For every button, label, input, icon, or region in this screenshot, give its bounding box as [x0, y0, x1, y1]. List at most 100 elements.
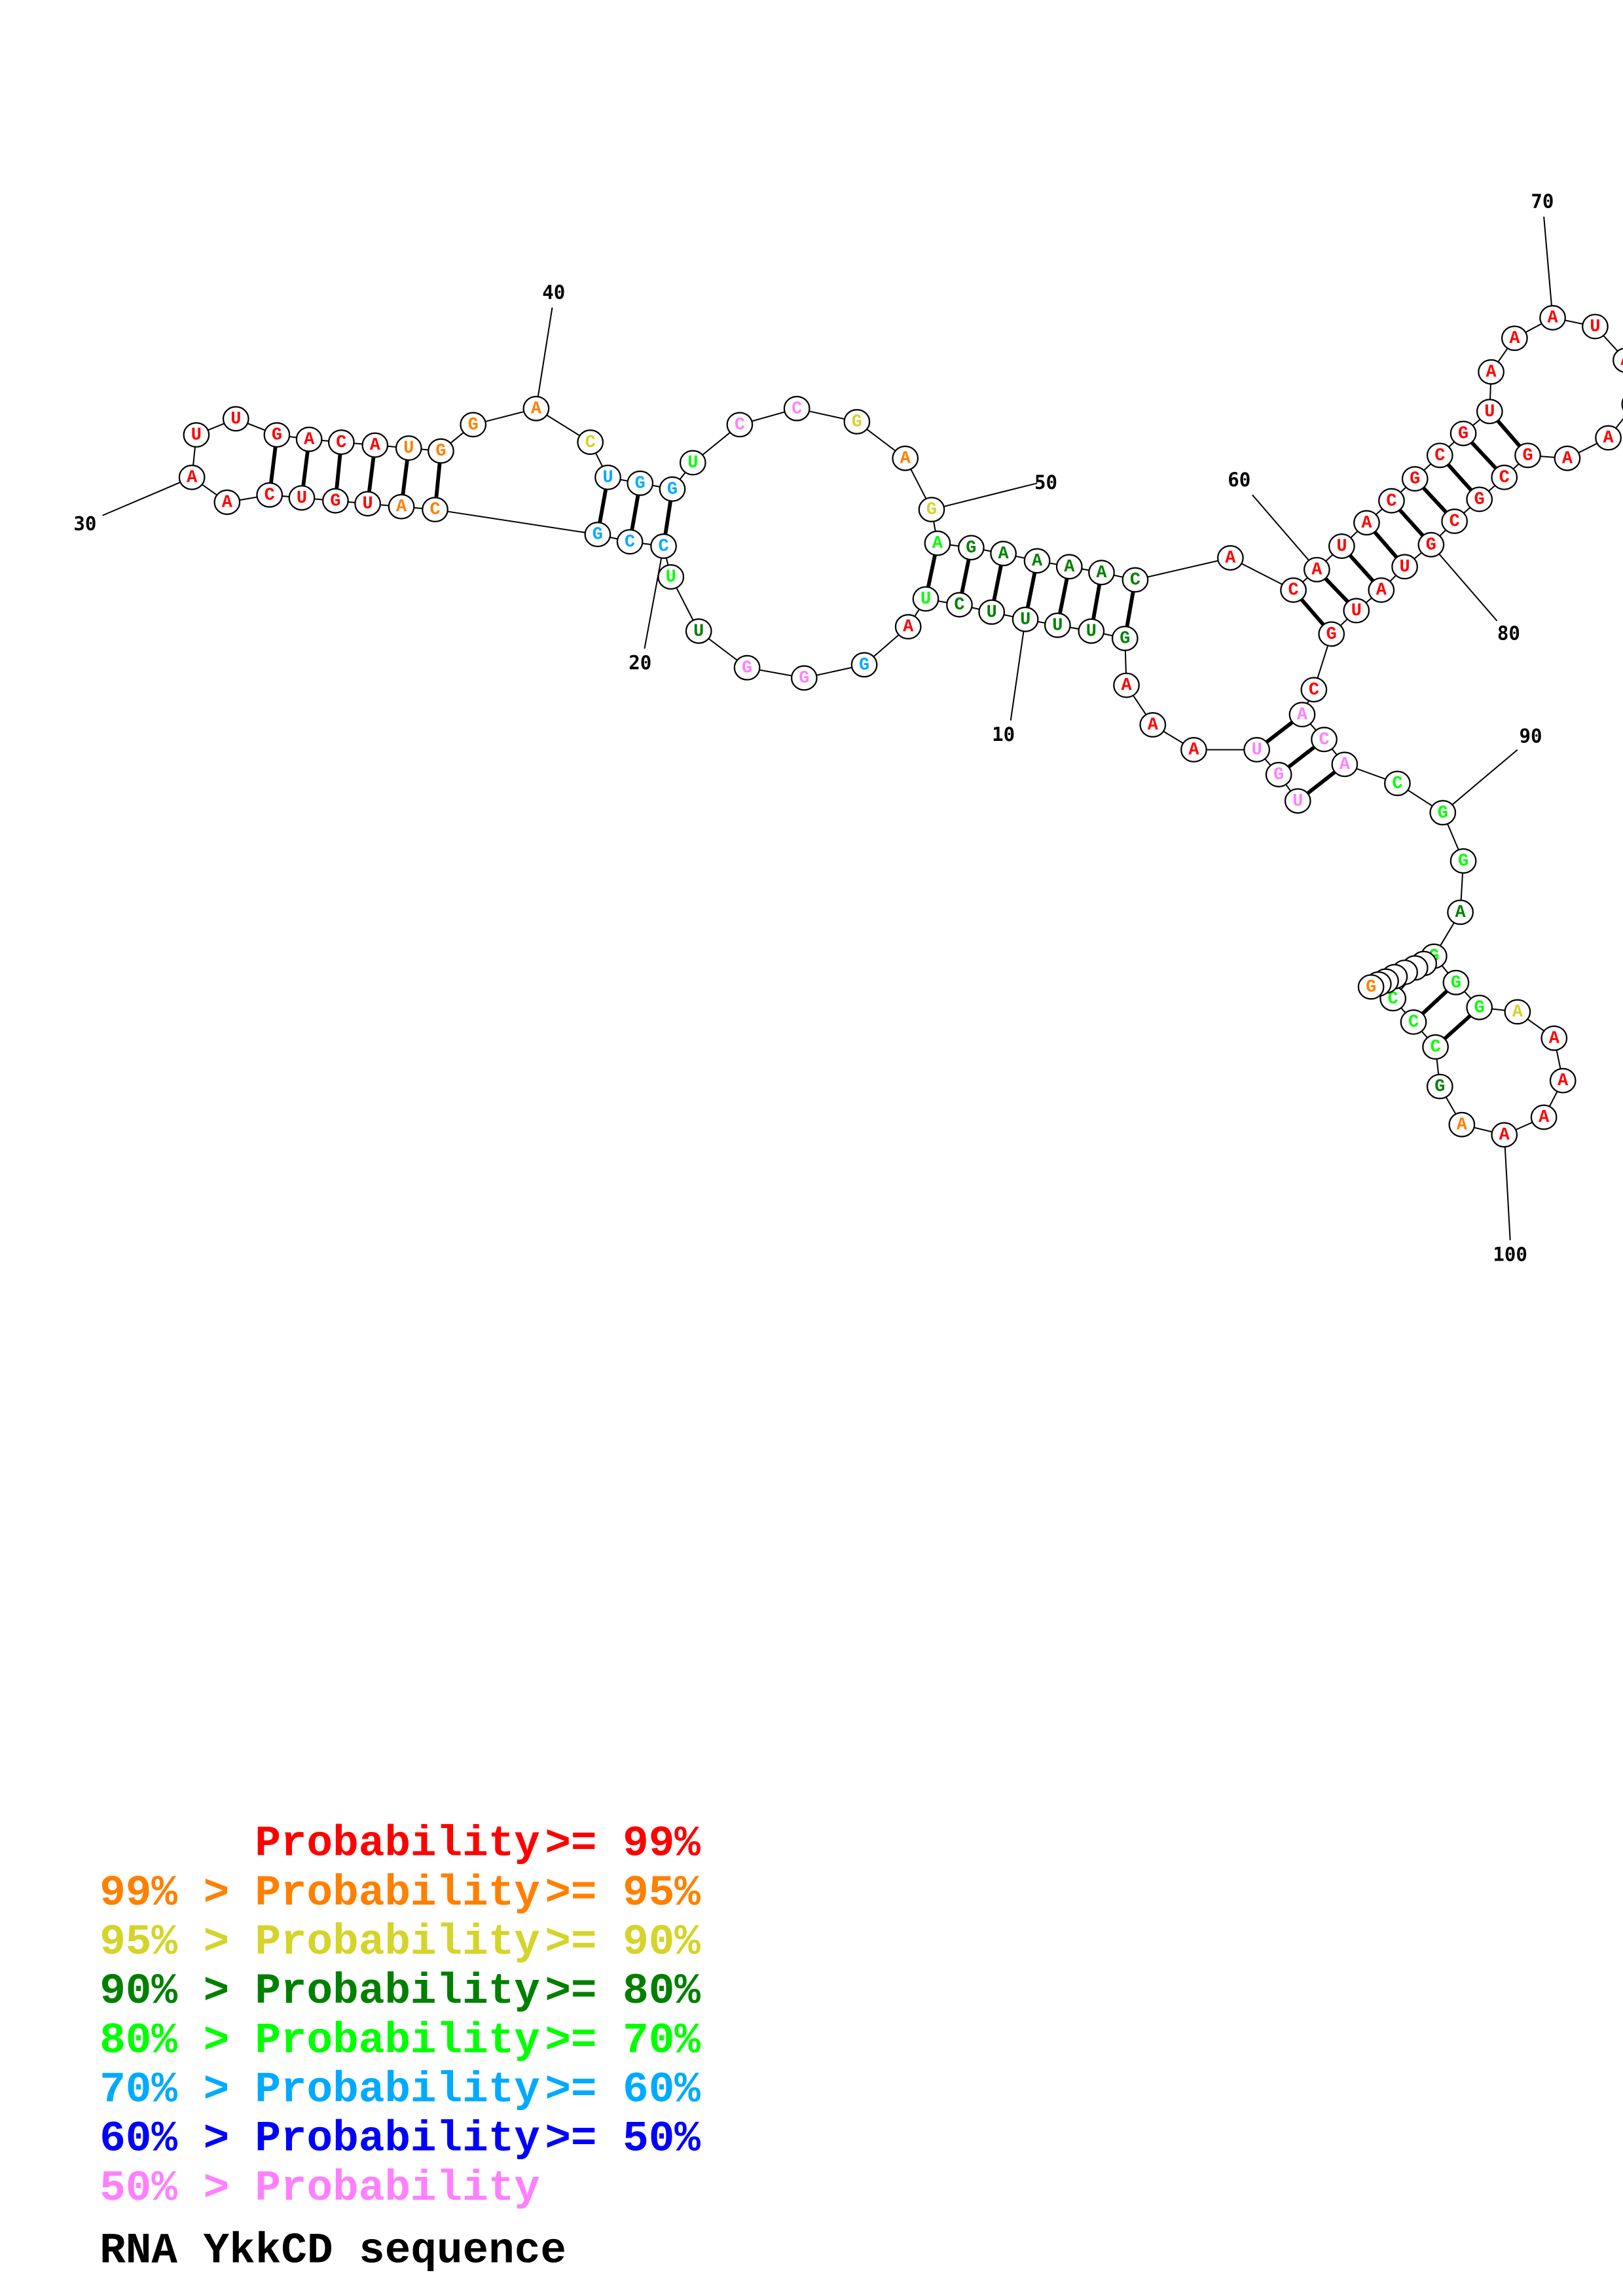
nucleotide-letter: A: [1499, 1126, 1510, 1145]
nucleotide-letter: U: [1484, 403, 1495, 422]
nucleotide: A: [1139, 711, 1167, 738]
nucleotide-letter: A: [932, 534, 943, 554]
nucleotide: A: [1447, 899, 1474, 925]
legend-prefix: 70% >: [100, 2065, 229, 2114]
nucleotide-letter: C: [954, 596, 964, 615]
nucleotide-letter: C: [1499, 468, 1510, 488]
nucleotide: C: [422, 497, 448, 523]
position-label: 20: [629, 651, 651, 673]
nucleotide-letter: A: [903, 618, 914, 637]
nucleotide-letter: C: [1408, 1013, 1419, 1033]
nucleotide: A: [990, 541, 1017, 567]
nucleotide: G: [1357, 974, 1385, 1000]
position-label: 100: [1493, 1243, 1527, 1265]
nucleotide-letter: U: [1351, 601, 1362, 621]
nucleotide: U: [1343, 598, 1370, 624]
nucleotide-letter: G: [859, 656, 869, 675]
nucleotide-letter: U: [1336, 537, 1347, 557]
nucleotide: C: [616, 529, 644, 555]
nucleotide-letter: A: [1225, 549, 1236, 569]
nucleotide-letter: U: [1590, 317, 1600, 337]
nucleotide-letter: U: [230, 410, 241, 429]
nucleotide: U: [1078, 618, 1105, 644]
position-ticks: [102, 217, 1554, 1241]
nucleotide-letter: A: [1188, 741, 1199, 761]
position-tick: [1543, 217, 1554, 318]
nucleotide-letter: C: [735, 416, 745, 435]
nucleotide: U: [222, 406, 249, 432]
nucleotide: G: [1450, 420, 1477, 446]
probability-legend: Probability>= 99%99% >Probability>= 95%9…: [100, 1820, 701, 2213]
nucleotide-letter: U: [602, 468, 613, 488]
nucleotide: C: [256, 482, 283, 508]
nucleotide-letter: G: [593, 526, 603, 545]
legend-label: Probability: [255, 2065, 540, 2114]
nucleotide: A: [1353, 510, 1380, 536]
nucleotide: G: [1466, 994, 1493, 1020]
nucleotide-letter: A: [1032, 552, 1043, 571]
legend-label: Probability: [255, 1869, 540, 1918]
nucleotide-letter: G: [1366, 978, 1376, 997]
nucleotide-letter: A: [1064, 558, 1075, 577]
position-tick: [1431, 544, 1498, 622]
nucleotide-letter: G: [1426, 535, 1436, 555]
nucleotide-letter: U: [921, 590, 931, 609]
legend-label: Probability: [255, 1918, 540, 1967]
nucleotide: U: [978, 599, 1006, 625]
nucleotide: U: [685, 618, 712, 644]
nucleotide: U: [1328, 533, 1355, 559]
nucleotide: C: [1400, 1009, 1427, 1035]
nucleotide: A: [1491, 1122, 1518, 1148]
nucleotide-letter: A: [187, 468, 198, 488]
nucleotide-letter: A: [1340, 755, 1351, 775]
legend-prefix: 80% >: [100, 2016, 229, 2065]
position-tick: [1010, 619, 1027, 721]
nucleotide-letter: U: [403, 439, 414, 459]
legend-suffix: >= 90%: [545, 1918, 701, 1967]
nucleotide: G: [659, 476, 686, 502]
nucleotide: U: [1476, 399, 1503, 425]
legend-row: 80% >Probability>= 70%: [100, 2016, 701, 2065]
nucleotide: G: [322, 488, 349, 514]
nucleotide-letter: A: [1457, 1115, 1468, 1135]
nucleotide: C: [1426, 442, 1453, 469]
nucleotide-letter: G: [799, 669, 809, 689]
nucleotide: A: [295, 426, 323, 452]
nucleotide: G: [733, 655, 761, 681]
nucleotide-letter: U: [1052, 616, 1063, 636]
nucleotide: A: [1180, 737, 1207, 762]
position-tick: [1503, 1134, 1511, 1241]
nucleotide: A: [1288, 702, 1316, 728]
nucleotide: C: [1491, 464, 1518, 490]
nucleotide: C: [1311, 726, 1338, 753]
nucleotide-letter: G: [1474, 998, 1485, 1018]
nucleotide-letter: G: [1474, 490, 1485, 510]
position-label: 90: [1519, 725, 1542, 747]
legend-suffix: >= 80%: [545, 1967, 701, 2016]
nucleotide-letter: U: [191, 426, 202, 446]
nucleotide-letter: U: [693, 622, 704, 641]
nucleotide: A: [892, 445, 919, 471]
nucleotide: G: [428, 438, 454, 464]
nucleotide-letter: C: [658, 537, 668, 557]
nucleotide-letter: A: [900, 449, 911, 469]
nucleotide-letter: A: [1603, 429, 1614, 448]
position-tick: [931, 482, 1038, 511]
nucleotide: A: [1448, 1111, 1476, 1138]
nucleotide: G: [1442, 969, 1470, 996]
nucleotide-letter: G: [1438, 804, 1448, 823]
nucleotide: A: [1549, 1067, 1577, 1094]
nucleotide: A: [924, 530, 951, 556]
nucleotide: U: [1582, 314, 1609, 340]
nucleotide-letter: G: [742, 658, 752, 678]
nucleotide-letter: G: [1522, 446, 1533, 466]
nucleotide: C: [1378, 488, 1405, 514]
nucleotide-letter: G: [926, 501, 937, 520]
nucleotide-letter: G: [1120, 630, 1130, 649]
nucleotide-letter: U: [666, 568, 676, 588]
nucleotide: A: [361, 432, 389, 458]
nucleotide: G: [627, 470, 654, 496]
nucleotide-letter: U: [1086, 622, 1097, 641]
nucleotide: C: [1441, 508, 1468, 534]
